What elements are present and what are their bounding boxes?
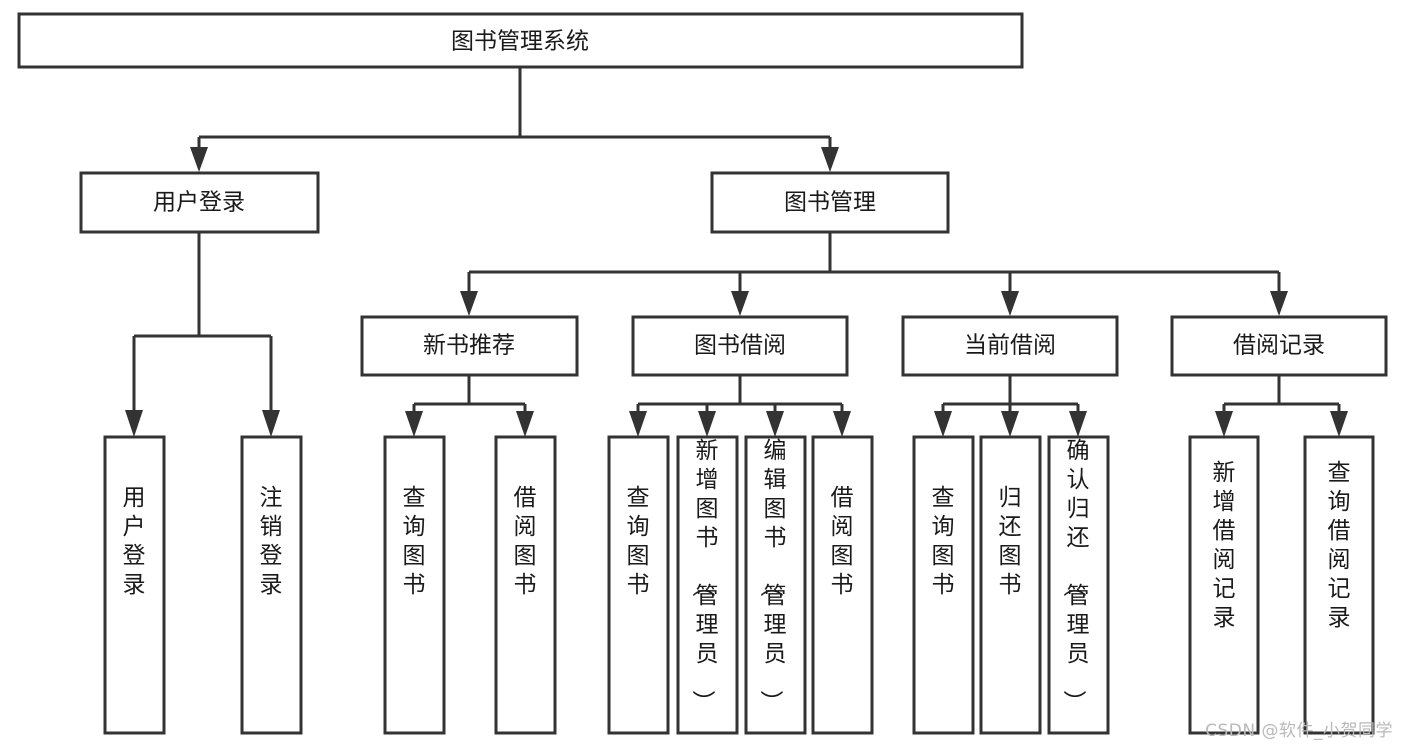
leaf-add-borrow-record[interactable]: 新增借阅记录 (1188, 435, 1260, 735)
leaf-add-book-admin-box[interactable] (676, 435, 739, 735)
arrow-head-bw-leaf-2 (698, 411, 716, 437)
node-user-login-box[interactable] (79, 171, 320, 234)
arrow-head-rec-leaf-2 (1330, 411, 1348, 437)
node-book-management[interactable]: 图书管理 (710, 171, 950, 234)
leaf-query-book-nb-box[interactable] (383, 435, 446, 735)
leaf-return-book[interactable]: 归还图书 (979, 435, 1042, 735)
arrow-head-current (1001, 291, 1019, 316)
node-book-management-box[interactable] (710, 171, 950, 234)
leaf-borrow-book-bw-label: 借阅图书 (831, 485, 854, 598)
leaf-return-book-label: 归还图书 (999, 485, 1022, 598)
leaf-user-login[interactable]: 用户登录 (103, 435, 166, 735)
leaf-add-book-admin[interactable]: 新增图书（管理员） (676, 435, 739, 735)
leaf-add-borrow-record-box[interactable] (1188, 435, 1260, 735)
node-borrow-records-label: 借阅记录 (1233, 333, 1325, 359)
leaf-borrow-book-bw-box[interactable] (811, 435, 874, 735)
node-current-borrow-box[interactable] (901, 315, 1119, 377)
leaf-confirm-return-admin[interactable]: 确认归还（管理员） (1047, 435, 1110, 735)
arrow-head-leaf-user-login (125, 410, 143, 437)
leaf-edit-book-admin-box[interactable] (744, 435, 807, 735)
node-new-book-recommend-box[interactable] (360, 315, 579, 377)
node-root-book-management-system[interactable]: 图书管理系统 (17, 12, 1024, 69)
node-root-label: 图书管理系统 (451, 29, 589, 55)
connectors-current-to-leaves (934, 375, 1087, 437)
arrow-head-new-books (460, 291, 478, 316)
node-root-box[interactable] (17, 12, 1024, 69)
arrow-head-cur-leaf-2 (1001, 411, 1019, 437)
connectors-borrow-to-leaves (629, 375, 851, 437)
arrow-head-cur-leaf-1 (934, 411, 952, 437)
node-new-book-recommend-label: 新书推荐 (423, 333, 515, 359)
arrow-head-bw-leaf-1 (629, 411, 647, 437)
leaf-return-book-box[interactable] (979, 435, 1042, 735)
leaf-borrow-book-nb-box[interactable] (494, 435, 557, 735)
arrow-head-user-login (190, 147, 208, 172)
arrow-head-bw-leaf-4 (833, 411, 851, 437)
arrow-head-nb-leaf-2 (516, 411, 534, 437)
leaf-edit-book-admin-label: 编辑图书（管理员） (758, 438, 787, 713)
arrow-head-borrow (731, 291, 749, 316)
node-borrow-records-box[interactable] (1170, 315, 1388, 377)
node-current-borrow-label: 当前借阅 (964, 333, 1056, 359)
leaf-logout-box[interactable] (240, 435, 303, 735)
leaf-query-borrow-record-label: 查询借阅记录 (1328, 460, 1351, 631)
leaf-query-book-cur-label: 查询图书 (932, 485, 955, 598)
leaf-query-book-nb[interactable]: 查询图书 (383, 435, 446, 735)
arrow-head-bw-leaf-3 (766, 411, 784, 437)
arrow-head-nb-leaf-1 (405, 411, 423, 437)
leaf-logout-label: 注销登录 (260, 485, 283, 598)
node-book-borrow-box[interactable] (631, 315, 849, 377)
leaf-query-borrow-record-box[interactable] (1303, 435, 1375, 735)
arrow-head-records (1270, 291, 1288, 316)
arrow-head-cur-leaf-3 (1069, 411, 1087, 437)
leaf-add-borrow-record-label: 新增借阅记录 (1213, 460, 1236, 631)
connectors-user-login-to-leaves (125, 232, 280, 437)
leaf-query-book-nb-label: 查询图书 (403, 485, 426, 598)
leaf-borrow-book-nb-label: 借阅图书 (514, 485, 537, 598)
connectors-records-to-leaves (1215, 375, 1348, 437)
node-borrow-records[interactable]: 借阅记录 (1170, 315, 1388, 377)
leaf-logout[interactable]: 注销登录 (240, 435, 303, 735)
node-book-borrow[interactable]: 图书借阅 (631, 315, 849, 377)
node-user-login[interactable]: 用户登录 (79, 171, 320, 234)
connectors-root-to-level2 (190, 67, 839, 172)
connectors-book-manage-to-level3 (460, 232, 1288, 316)
leaf-user-login-label: 用户登录 (123, 485, 146, 598)
leaf-query-book-bw[interactable]: 查询图书 (607, 435, 670, 735)
leaf-user-login-box[interactable] (103, 435, 166, 735)
connectors-new-books-to-leaves (405, 375, 534, 437)
arrow-head-book-manage (821, 147, 839, 172)
leaf-query-borrow-record[interactable]: 查询借阅记录 (1303, 435, 1375, 735)
leaf-confirm-return-admin-box[interactable] (1047, 435, 1110, 735)
leaf-confirm-return-admin-label: 确认归还（管理员） (1061, 438, 1090, 713)
leaf-borrow-book-bw[interactable]: 借阅图书 (811, 435, 874, 735)
node-new-book-recommend[interactable]: 新书推荐 (360, 315, 579, 377)
leaf-edit-book-admin[interactable]: 编辑图书（管理员） (744, 435, 807, 735)
arrow-head-leaf-logout (262, 410, 280, 437)
node-user-login-label: 用户登录 (153, 190, 245, 216)
leaf-add-book-admin-label: 新增图书（管理员） (690, 438, 719, 713)
leaf-query-book-bw-box[interactable] (607, 435, 670, 735)
node-book-borrow-label: 图书借阅 (694, 333, 786, 359)
leaf-borrow-book-nb[interactable]: 借阅图书 (494, 435, 557, 735)
node-current-borrow[interactable]: 当前借阅 (901, 315, 1119, 377)
node-book-management-label: 图书管理 (784, 190, 876, 216)
leaf-query-book-cur-box[interactable] (912, 435, 975, 735)
arrow-head-rec-leaf-1 (1215, 411, 1233, 437)
leaf-query-book-bw-label: 查询图书 (627, 485, 650, 598)
leaf-query-book-cur[interactable]: 查询图书 (912, 435, 975, 735)
